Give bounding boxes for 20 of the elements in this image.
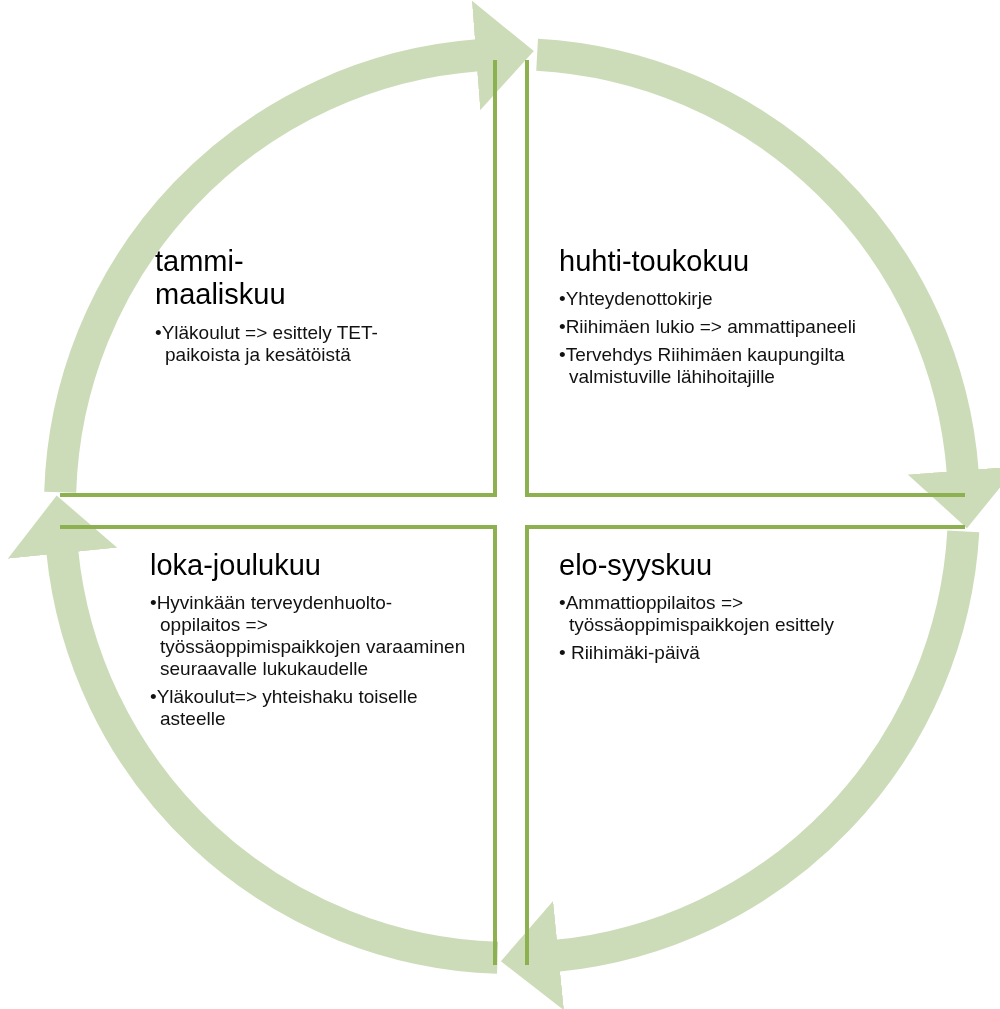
quadrant-heading: elo-syyskuu bbox=[559, 549, 714, 583]
quadrant-panel bbox=[60, 525, 497, 965]
cycle-arrow bbox=[501, 529, 980, 1009]
quadrant-panel bbox=[525, 525, 965, 965]
cycle-arrow bbox=[44, 1, 534, 494]
cycle-arrow bbox=[535, 38, 1000, 528]
quadrant-heading: huhti-toukokuu bbox=[559, 245, 751, 279]
quadrant-heading: tammi-maaliskuu bbox=[155, 245, 287, 312]
bullet-item: • Riihimäki-päivä bbox=[559, 642, 701, 664]
bullet-item: •Yläkoulut=> yhteishaku toiselle asteelle bbox=[150, 685, 419, 730]
bullet-item: •Yhteydenottokirje bbox=[559, 288, 714, 311]
bullet-item: •Yläkoulut => esittely TET-paikoista ja kesätöistä bbox=[155, 321, 379, 366]
bullet-item: •Ammattioppilaitos => työssäoppimispaikkojen esittely bbox=[559, 592, 836, 637]
quadrant-panel bbox=[525, 60, 965, 497]
quadrant-heading: loka-joulukuu bbox=[150, 549, 322, 583]
cycle-arrow bbox=[8, 495, 499, 974]
quadrant-panel bbox=[60, 60, 497, 497]
bullet-item: •Tervehdys Riihimäen kaupungilta valmistuville lähihoitajille bbox=[559, 344, 846, 388]
bullet-item: •Riihimäen lukio => ammattipaneeli bbox=[559, 316, 858, 339]
bullet-item: •Hyvinkään terveydenhuolto-oppilaitos => työssäoppimispaikkojen varaaminen seuraavalle lukukaudelle bbox=[150, 592, 467, 680]
